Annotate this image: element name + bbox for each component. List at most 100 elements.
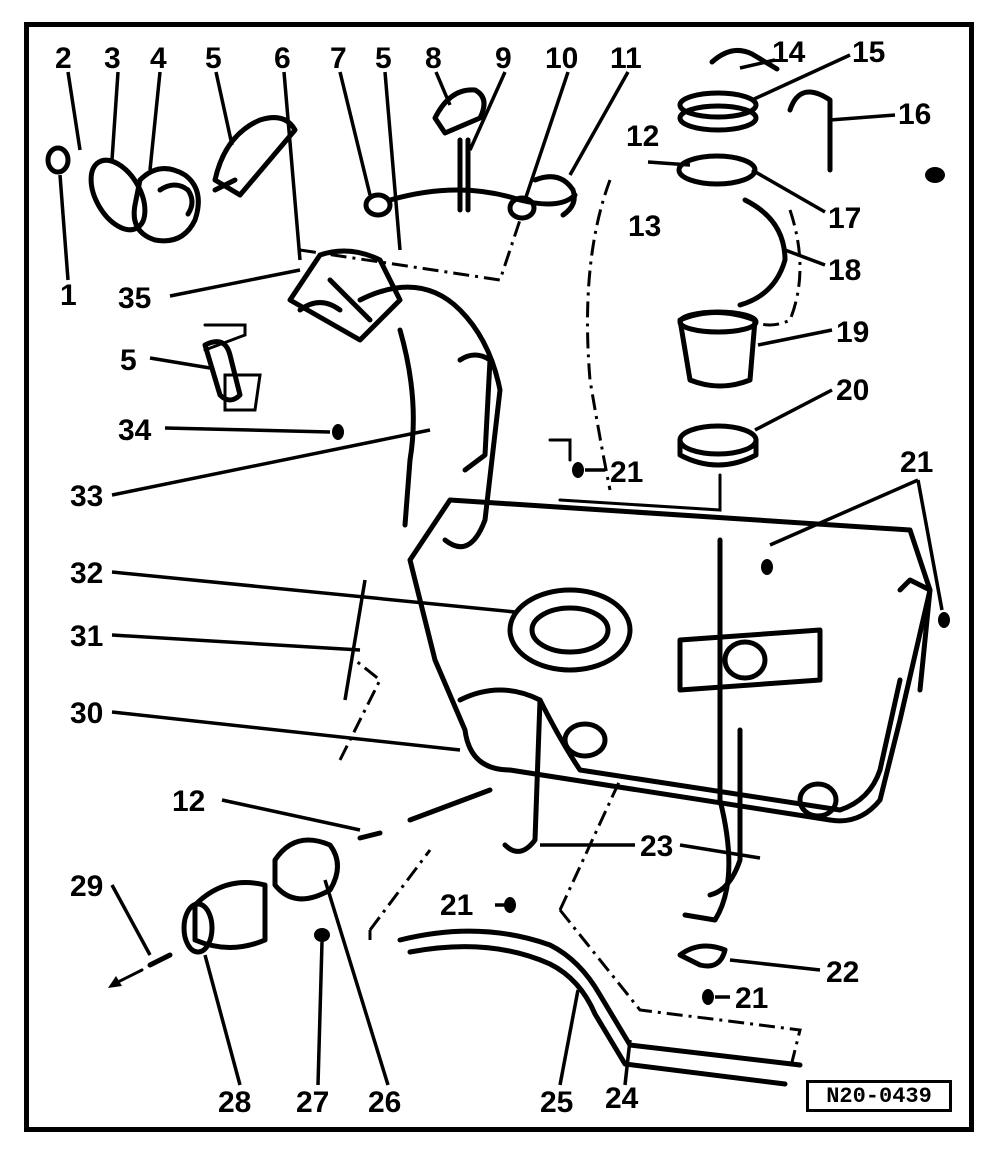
leader-5-side [149,356,211,370]
part-14-connector [709,47,780,72]
leader-5-top [214,71,234,146]
part-5-hose-side [202,339,243,403]
leader-11 [568,71,630,176]
part-10-clip [507,195,537,221]
leader-16 [829,113,896,122]
part-24-line [407,944,788,1087]
part-labels: 1 2 3 4 5 6 7 5 8 9 10 11 14 15 12 13 16… [55,36,933,1119]
part-23-strap-right-2 [707,727,743,898]
part-33-tube-right [457,352,493,473]
part-1-cap-seal [45,145,71,175]
part-8-valve [432,87,487,136]
part-30-tank [407,497,933,824]
leader-28 [203,954,242,1086]
label-7: 7 [330,42,347,75]
part-30-tank-lower [457,677,903,813]
part-25-line [397,928,803,1068]
dash-route-left [338,658,382,761]
leader-17 [751,168,826,214]
leader-31 [111,633,361,652]
breather-hose-group [212,115,298,198]
label-35: 35 [118,282,151,315]
label-32: 32 [70,557,103,590]
label-12-top: 12 [626,120,659,153]
dash-route-upper [299,219,522,282]
leader-3 [110,71,120,161]
part-18-wire [737,197,788,308]
label-6: 6 [274,42,291,75]
part-6-flange [297,277,373,323]
leader-8 [434,71,452,106]
label-25: 25 [540,1086,573,1119]
leader-5-mid [383,71,402,251]
leader-31-wire [343,579,367,701]
label-28: 28 [218,1086,251,1119]
part-15-lock-ring [677,90,759,120]
fuel-tank-group [407,497,933,824]
leader-15 [751,53,851,102]
label-20: 20 [836,374,869,407]
part-7-clip [363,192,393,218]
part-16-nut [925,167,945,183]
label-11: 11 [610,42,642,75]
part-30-tank-port-lower [562,721,608,759]
label-30: 30 [70,697,103,730]
leader-34 [164,426,331,434]
flow-arrow-head-icon [108,976,122,988]
leader-18 [784,248,826,267]
sender-dash-outline [586,179,612,491]
leader-12-13 [647,160,691,167]
label-14: 14 [772,36,806,69]
part-4-filler-cap [131,166,201,244]
leader-19 [757,328,833,347]
part-4-cap-detail [157,182,195,217]
part-16-line [787,89,833,173]
label-22: 22 [826,956,859,989]
part-5-hose-upper [212,115,298,198]
part-5-hose-end [212,177,238,193]
label-21-e: 21 [735,982,768,1015]
part-9-pipe [457,137,471,213]
label-23: 23 [640,830,673,863]
side-hose-group [202,323,262,412]
part-30-tank-bracket [897,577,933,693]
dash-route-filter [368,849,432,940]
diagram-frame [24,22,974,1132]
part-20-seal-side [677,437,759,468]
label-16: 16 [898,98,931,131]
part-28-filter [192,880,268,950]
sender-dash-right [749,209,802,327]
label-5-top: 5 [205,42,222,75]
part-17-flange [676,153,758,187]
straps-group [502,537,743,923]
part-11-bracket [532,174,577,218]
label-18: 18 [828,254,861,287]
label-2: 2 [55,42,72,75]
leader-21-b [769,478,944,611]
label-19: 19 [836,316,869,349]
label-5-mid: 5 [375,42,392,75]
leader-20 [754,388,833,432]
part-30-tank-port-right [797,781,839,819]
leader-lines-group [58,53,944,1086]
leader-12-bottom [221,798,361,832]
label-24: 24 [605,1082,639,1115]
label-17: 17 [828,202,861,235]
leader-6 [282,71,302,261]
label-33: 33 [70,480,103,513]
part-30-tank-port [722,639,768,681]
part-27-screw [314,928,330,942]
upper-lines-group [363,87,578,221]
label-21-d: 21 [440,889,473,922]
part-23-strap-left [502,697,543,854]
part-26-holder [272,837,340,902]
part-3-ring [88,157,148,233]
fuel-filter-group [108,787,493,988]
part-19-pump [677,310,758,389]
label-21-a: 21 [610,456,643,489]
leader-26 [323,879,390,1086]
label-1: 1 [60,279,77,312]
leader-10 [523,71,570,201]
leader-22 [729,958,821,972]
